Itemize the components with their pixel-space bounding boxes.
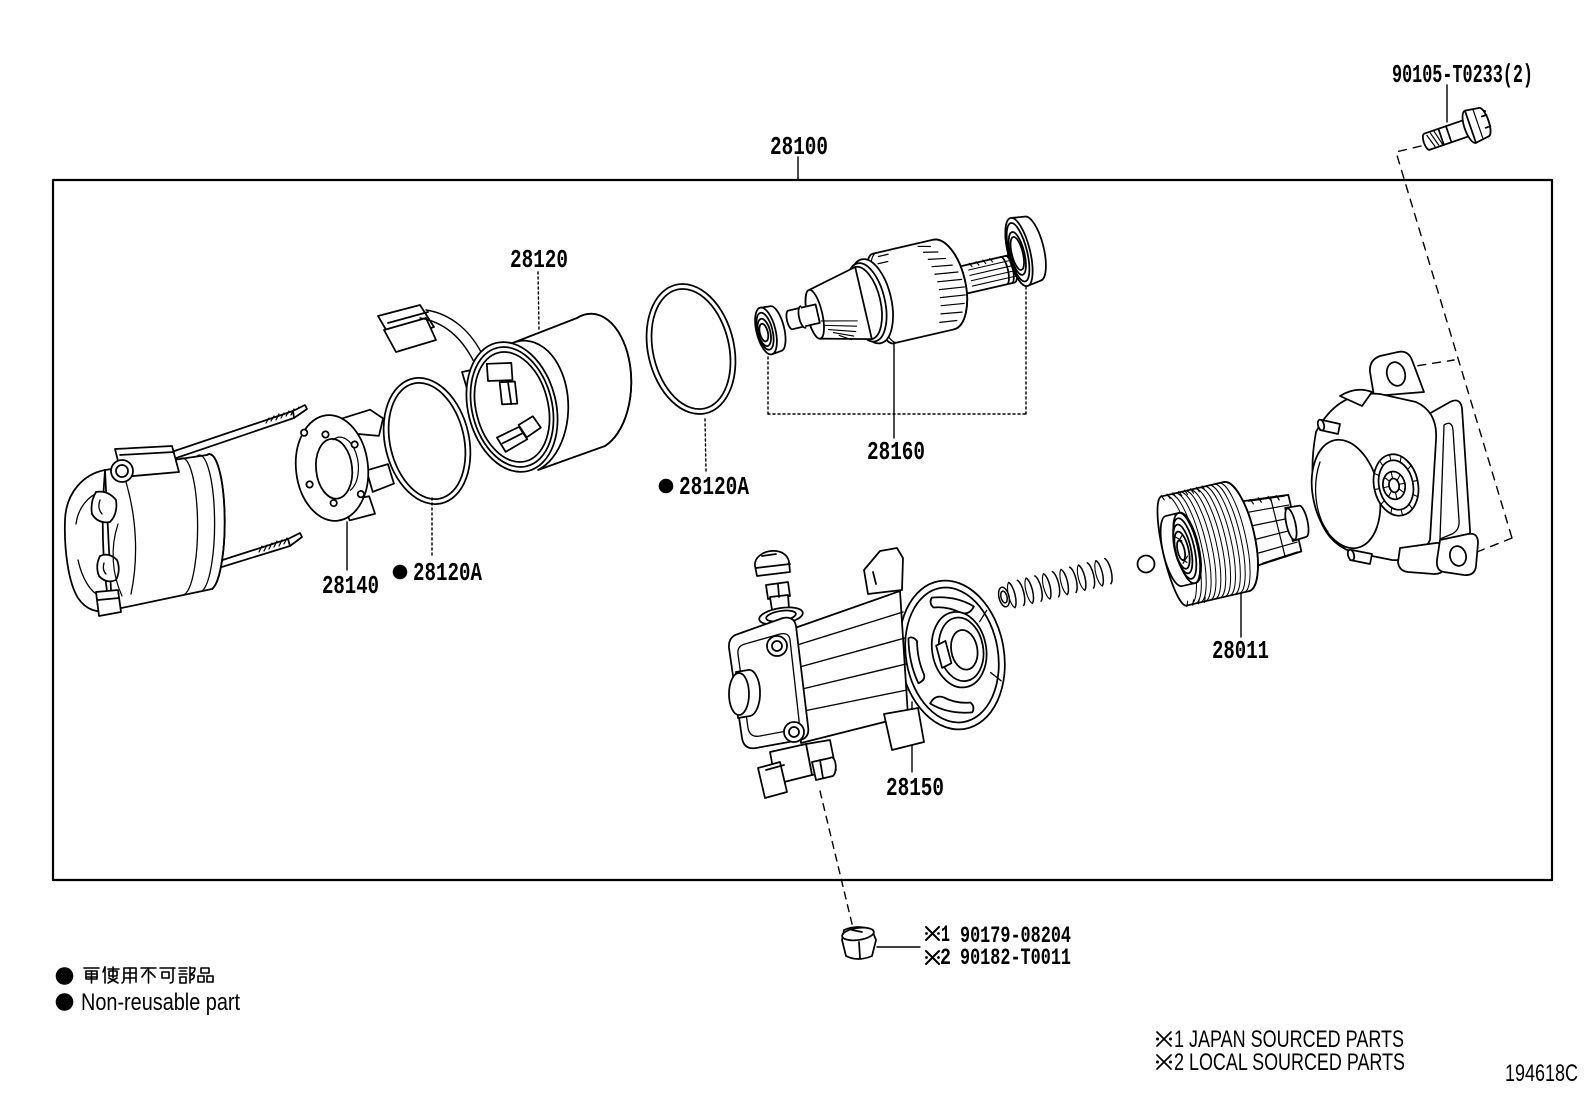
svg-text:1 JAPAN SOURCED PARTS: 1 JAPAN SOURCED PARTS bbox=[1174, 1026, 1404, 1053]
svg-text:28140: 28140 bbox=[322, 571, 379, 601]
svg-text:194618C: 194618C bbox=[1505, 1060, 1578, 1087]
svg-text:1: 1 bbox=[941, 922, 950, 948]
svg-text:Non-reusable part: Non-reusable part bbox=[81, 989, 240, 1016]
svg-text:90182-T0011: 90182-T0011 bbox=[960, 945, 1071, 971]
svg-text:2: 2 bbox=[940, 945, 951, 971]
svg-text:28160: 28160 bbox=[867, 437, 925, 467]
svg-text:28120A: 28120A bbox=[413, 558, 482, 588]
svg-text:2 LOCAL SOURCED PARTS: 2 LOCAL SOURCED PARTS bbox=[1174, 1049, 1405, 1076]
svg-text:28120: 28120 bbox=[510, 245, 568, 275]
svg-text:28100: 28100 bbox=[770, 132, 828, 162]
svg-text:90105-T0233(2): 90105-T0233(2) bbox=[1392, 60, 1533, 90]
svg-text:28011: 28011 bbox=[1212, 636, 1269, 666]
svg-text:28120A: 28120A bbox=[679, 472, 749, 502]
svg-text:90179-08204: 90179-08204 bbox=[960, 923, 1071, 949]
svg-text:28150: 28150 bbox=[886, 773, 944, 803]
